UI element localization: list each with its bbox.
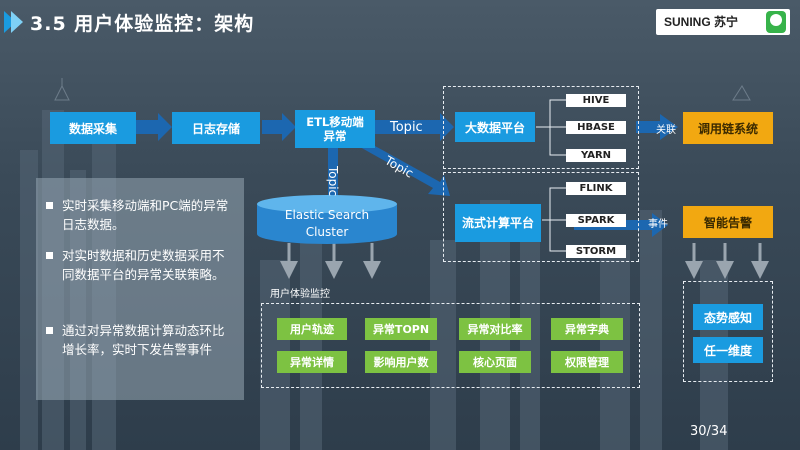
bullet-square-icon xyxy=(46,327,53,334)
data-collect-box: 数据采集 xyxy=(50,112,136,144)
log-storage-box: 日志存储 xyxy=(172,112,260,144)
bullet-item: 通过对异常数据计算动态环比增长率，实时下发告警事件 xyxy=(46,321,236,359)
monitor-item-user-trace: 用户轨迹 xyxy=(277,318,347,340)
arrow-etl-to-bigdata xyxy=(374,113,454,141)
elastic-search-cylinder xyxy=(257,195,397,244)
monitor-item-permission: 权限管理 xyxy=(551,351,623,373)
monitor-item-anomaly-ratio: 异常对比率 xyxy=(459,318,531,340)
arrow-etl-to-streaming xyxy=(360,141,450,196)
es-label-line1: Elastic Search xyxy=(284,208,370,222)
brand-name: SUNING 苏宁 xyxy=(664,15,739,29)
topic-label-down: Topic xyxy=(326,166,340,197)
any-dimension-box: 任一维度 xyxy=(693,337,763,363)
alert-output-group xyxy=(683,281,773,382)
arrow-collect-to-storage xyxy=(136,113,172,141)
header-bar: 3.5 用户体验监控：架构 SUNING 苏宁 xyxy=(0,0,800,44)
callchain-system-box: 调用链系统 xyxy=(683,112,773,144)
bigdata-platform-box: 大数据平台 xyxy=(455,112,535,142)
streaming-group xyxy=(443,172,639,262)
tech-hive: HIVE xyxy=(566,94,626,107)
monitor-item-anomaly-topn: 异常TOPN xyxy=(365,318,437,340)
monitor-item-anomaly-detail: 异常详情 xyxy=(277,351,347,373)
ux-monitor-label: 用户体验监控 xyxy=(270,289,330,300)
bullet-item: 实时采集移动端和PC端的异常日志数据。 xyxy=(46,196,236,234)
bullet-item: 对实时数据和历史数据采用不同数据平台的异常关联策略。 xyxy=(46,246,236,284)
tech-hbase: HBASE xyxy=(566,121,626,134)
bigdata-group xyxy=(443,86,639,169)
arrow-storage-to-etl xyxy=(262,113,296,141)
topic-label-right: Topic xyxy=(390,120,423,135)
relation-label: 关联 xyxy=(656,125,676,136)
page-number: 30/34 xyxy=(690,424,728,439)
monitor-item-anomaly-dictionary: 异常字典 xyxy=(551,318,623,340)
ux-monitor-group xyxy=(261,303,640,388)
bullet-square-icon xyxy=(46,252,53,259)
monitor-item-affected-users: 影响用户数 xyxy=(365,351,437,373)
event-label: 事件 xyxy=(648,219,668,230)
bullet-square-icon xyxy=(46,202,53,209)
page-title: 3.5 用户体验监控：架构 xyxy=(30,13,255,35)
es-label-line2: Cluster xyxy=(305,225,349,239)
streaming-platform-box: 流式计算平台 xyxy=(455,204,541,242)
suning-logo-icon xyxy=(766,11,786,33)
smart-alert-box: 智能告警 xyxy=(683,206,773,238)
monitor-item-core-pages: 核心页面 xyxy=(459,351,531,373)
situation-awareness-box: 态势感知 xyxy=(693,304,763,330)
title-arrow-icon xyxy=(4,11,23,33)
etl-box: ETL移动端异常 xyxy=(295,110,375,148)
description-panel: 实时采集移动端和PC端的异常日志数据。 对实时数据和历史数据采用不同数据平台的异… xyxy=(36,178,244,400)
tech-spark: SPARK xyxy=(566,214,626,227)
arrow-callchain-to-bigdata xyxy=(636,114,678,140)
tech-storm: STORM xyxy=(566,245,626,258)
tech-yarn: YARN xyxy=(566,149,626,162)
tech-flink: FLINK xyxy=(566,182,626,195)
